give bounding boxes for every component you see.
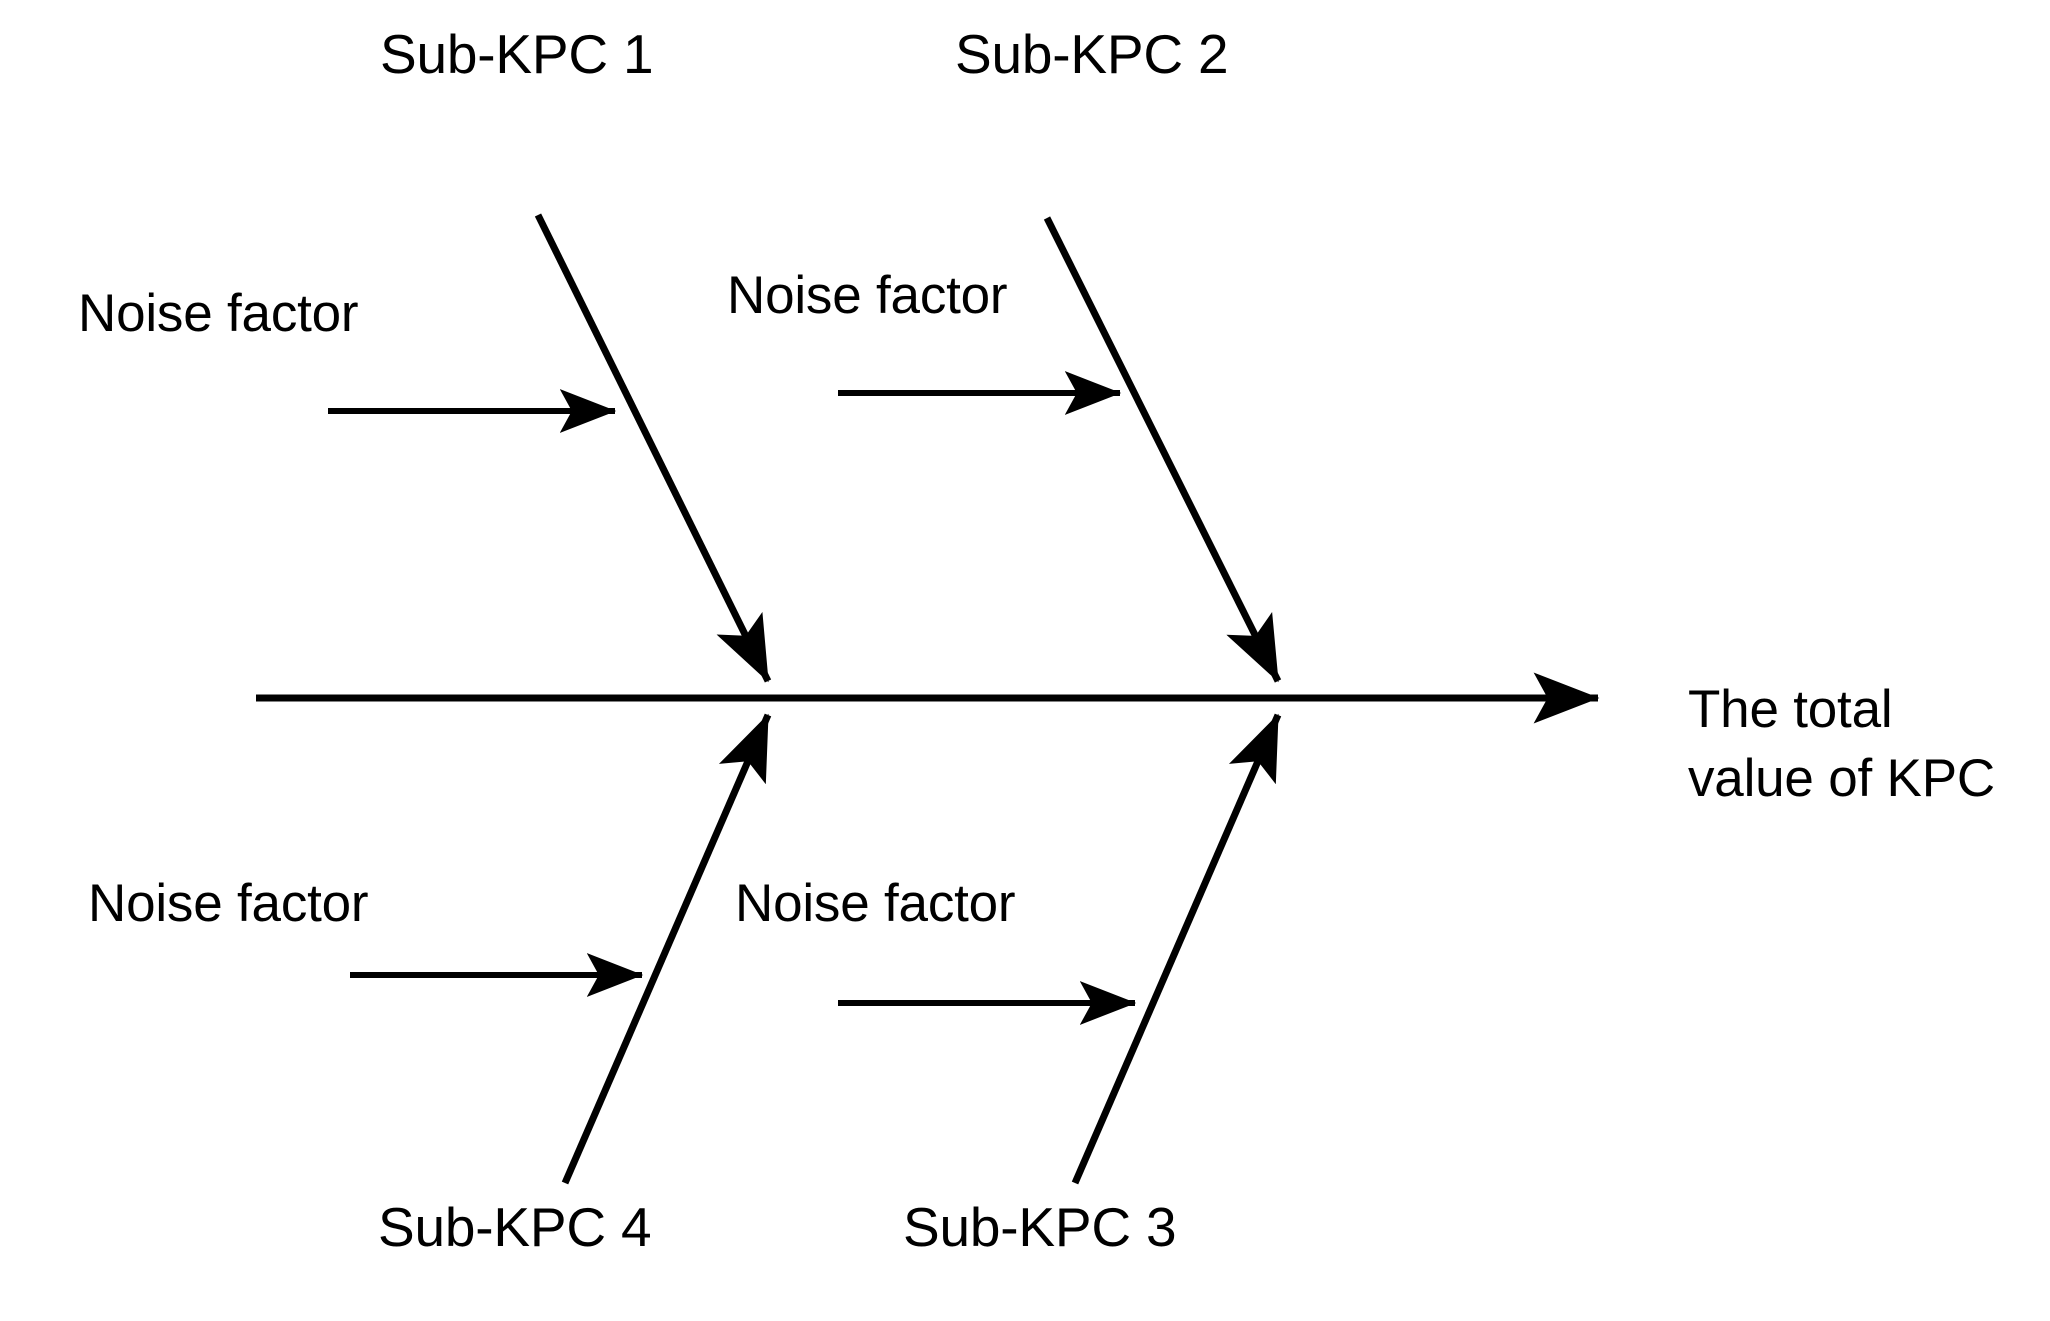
branch-label-sub-kpc-3: Sub-KPC 3 — [903, 1196, 1177, 1258]
rib-sub-kpc-1 — [534, 213, 772, 683]
rib-sub-kpc-4 — [561, 713, 772, 1185]
branch-label-sub-kpc-2: Sub-KPC 2 — [955, 23, 1229, 85]
noise-factor-label-top-left: Noise factor — [78, 284, 359, 343]
effect-label: The total value of KPC — [1688, 680, 1995, 808]
noise-factor-label-top-right: Noise factor — [727, 266, 1008, 325]
branch-label-sub-kpc-4: Sub-KPC 4 — [378, 1196, 652, 1258]
branch-label-sub-kpc-1: Sub-KPC 1 — [380, 23, 654, 85]
rib-sub-kpc-2 — [1043, 216, 1282, 683]
noise-factor-label-bottom-left: Noise factor — [88, 874, 369, 933]
rib-sub-kpc-3 — [1071, 713, 1282, 1185]
noise-factor-label-bottom-right: Noise factor — [735, 874, 1016, 933]
